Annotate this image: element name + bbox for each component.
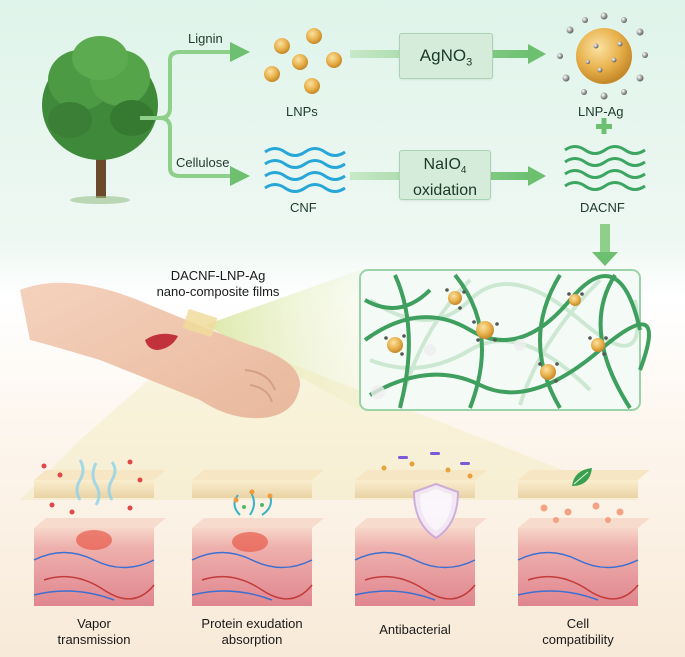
branch-arrows xyxy=(140,42,250,186)
label-lnps: LNPs xyxy=(286,104,318,119)
lnp-particles xyxy=(264,28,342,94)
leaf-icon xyxy=(540,468,624,523)
vapor-effect xyxy=(41,459,143,515)
naio4-box: NaIO4 oxidation xyxy=(399,150,491,200)
films-label: DACNF-LNP-Ag nano-composite films xyxy=(156,268,280,299)
label-cnf: CNF xyxy=(290,200,317,215)
network-panel xyxy=(359,269,651,411)
tree-icon xyxy=(42,36,158,204)
caption-antibacterial: Antibacterial xyxy=(379,622,451,637)
label-dacnf: DACNF xyxy=(580,200,625,215)
protein-effect xyxy=(233,489,273,516)
panel-antibacterial xyxy=(354,470,487,606)
branch-label-cellulose: Cellulose xyxy=(176,155,230,170)
caption-vapor: Vapor transmission xyxy=(57,616,131,647)
dacnf-fibers xyxy=(564,145,646,191)
down-arrow xyxy=(592,224,618,266)
skin-panels xyxy=(33,470,650,606)
magnify-beam xyxy=(205,270,360,410)
panel-vapor xyxy=(33,470,166,606)
lnp-ag-particle xyxy=(557,12,648,100)
hand-icon xyxy=(20,282,300,419)
panel-protein xyxy=(191,470,324,606)
plus-icon xyxy=(596,118,612,134)
caption-protein: Protein exudation absorption xyxy=(201,616,303,647)
caption-cell: Cell compatibility xyxy=(542,616,614,647)
shield-icon xyxy=(381,452,473,540)
label-lnp-ag: LNP-Ag xyxy=(578,104,624,119)
panel-cell xyxy=(517,470,650,606)
cnf-fibers xyxy=(264,147,346,193)
agno3-box: AgNO3 xyxy=(399,33,493,79)
branch-label-lignin: Lignin xyxy=(188,31,223,46)
